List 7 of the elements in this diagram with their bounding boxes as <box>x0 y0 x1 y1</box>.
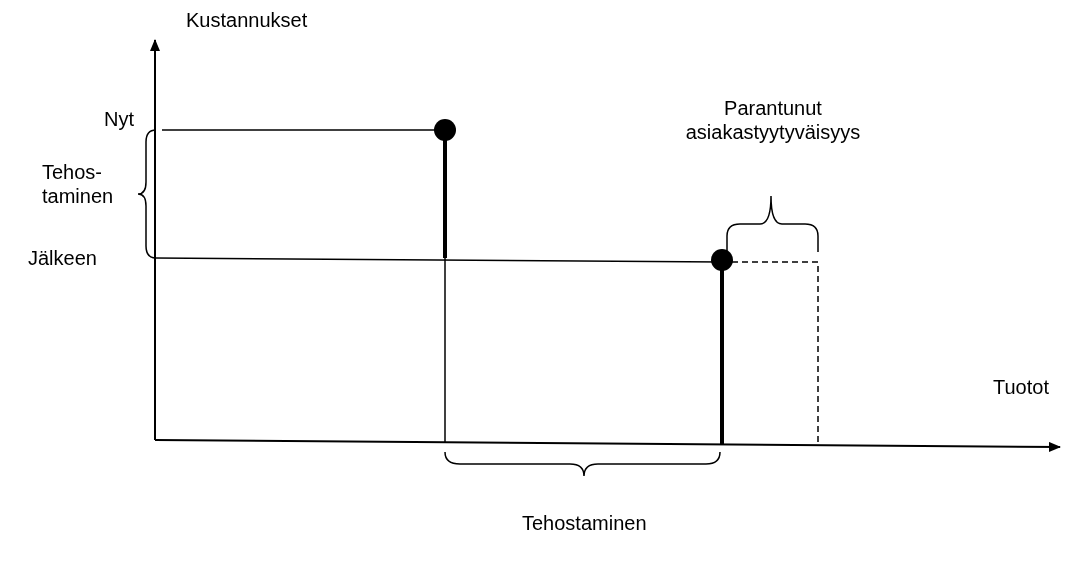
axis-text: Tuotot <box>993 375 1049 399</box>
axis-text: Nyt <box>104 107 134 131</box>
axis-text: Jälkeen <box>28 246 97 270</box>
axis-text: Tehostaminen <box>522 511 647 535</box>
axis-text: Tehos- taminen <box>42 160 115 208</box>
axis-text: Parantunut asiakastyytyväisyys <box>684 96 862 144</box>
axis-text: Kustannukset <box>186 8 308 32</box>
